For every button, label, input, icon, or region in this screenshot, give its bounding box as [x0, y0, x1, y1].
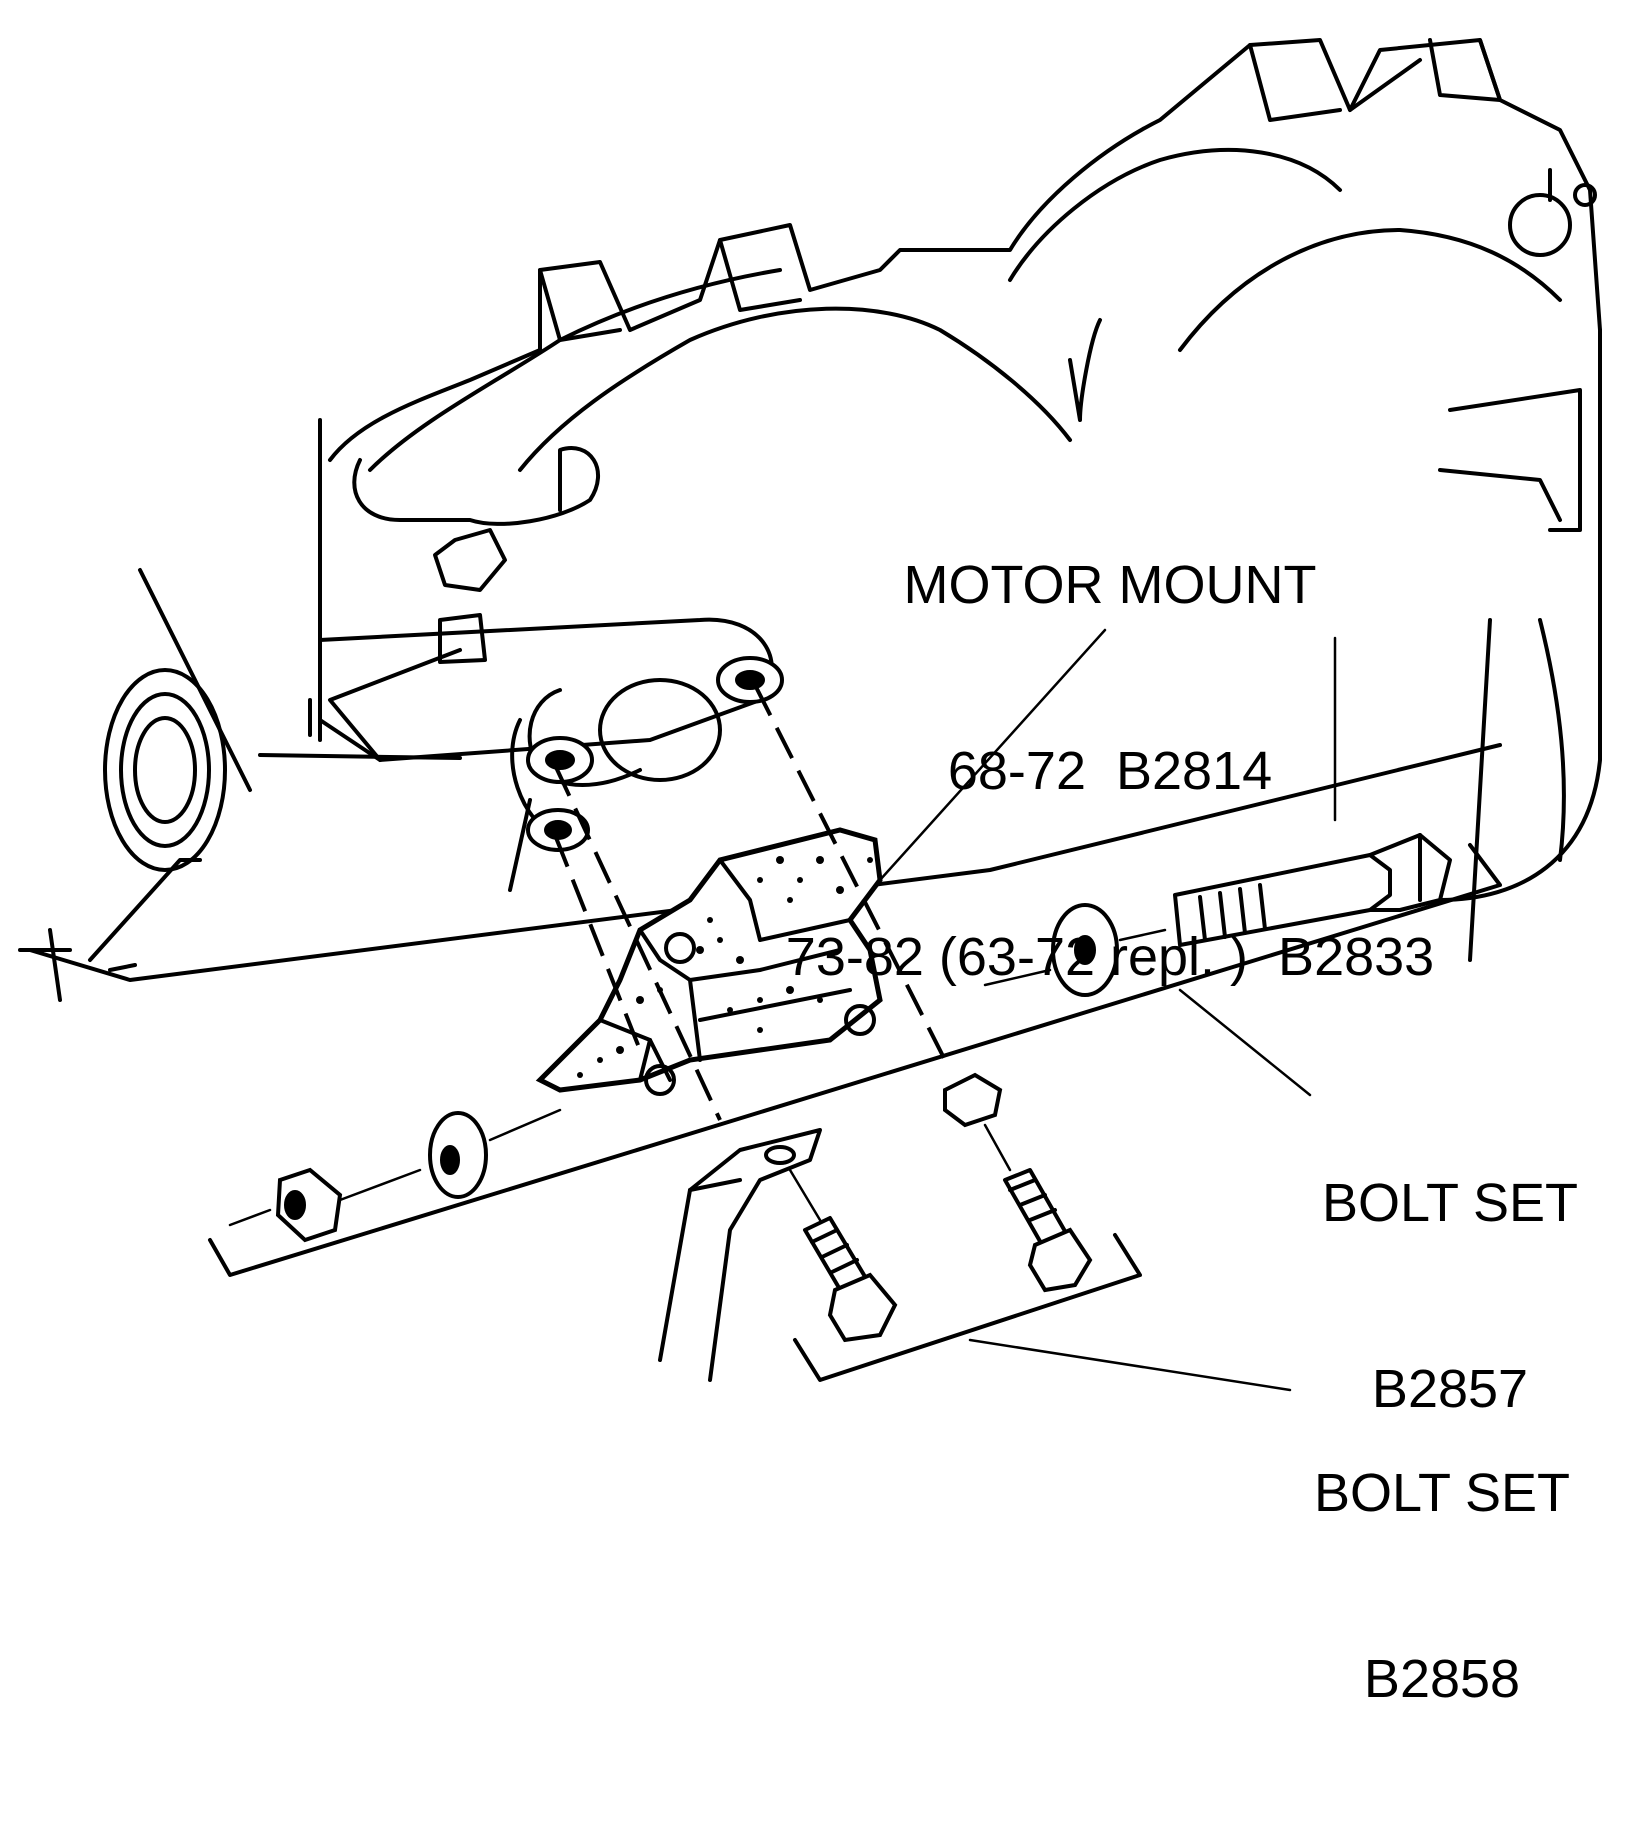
bolt-set-lower-title: BOLT SET [1313, 1463, 1571, 1523]
exploded-view-drawing [18, 38, 1602, 1392]
engine-bracket [318, 446, 784, 892]
motor-mount-part [535, 827, 883, 1096]
motor-mount-callout: MOTOR MOUNT 68-72 B2814 73-82 (63-72 rep… [750, 430, 1470, 1112]
bolt-set-upper-part: B2857 [1371, 1359, 1529, 1419]
motor-mount-part-68-72: 68-72 B2814 [947, 741, 1273, 801]
bolt-set-upper-title: BOLT SET [1321, 1173, 1579, 1233]
engine-block [18, 38, 1602, 1002]
motor-mount-title: MOTOR MOUNT [903, 555, 1317, 615]
motor-mount-part-73-82: 73-82 (63-72 repl. ) B2833 [785, 927, 1435, 987]
bolt-set-upper-callout: BOLT SET B2857 [1300, 1048, 1600, 1544]
bolt-set-b2857-parts [208, 833, 1502, 1277]
diagram-canvas: MOTOR MOUNT 68-72 B2814 73-82 (63-72 rep… [18, 38, 1602, 1709]
bolt-set-b2858-parts [658, 1072, 1292, 1392]
alignment-dashes [553, 684, 952, 1121]
motor-mount-leader-line [878, 628, 1107, 882]
bolt-set-lower-callout: BOLT SET B2858 [1292, 1338, 1592, 1834]
bolt-set-lower-part: B2858 [1363, 1649, 1521, 1709]
